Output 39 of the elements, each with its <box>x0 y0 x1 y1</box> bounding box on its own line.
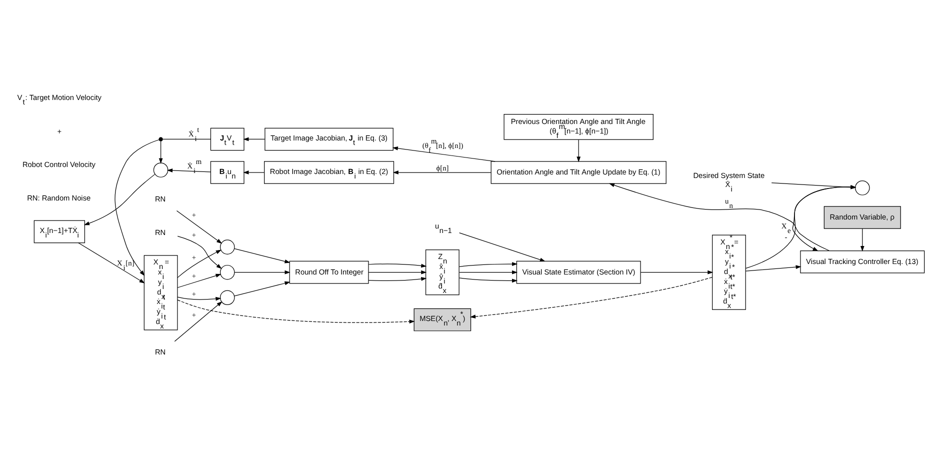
arrow <box>177 300 415 324</box>
arrow <box>177 296 222 301</box>
arrow <box>234 270 290 274</box>
arrow <box>177 250 222 278</box>
node-dot <box>158 137 163 142</box>
arrow <box>84 174 156 226</box>
arrow <box>368 264 427 268</box>
arrow <box>174 301 222 342</box>
arrow <box>470 276 712 319</box>
arrow <box>176 210 222 244</box>
arrow <box>158 140 163 164</box>
arrow <box>459 262 518 267</box>
arrow <box>177 274 222 288</box>
arrow <box>114 139 160 276</box>
arrow <box>392 170 492 174</box>
connector <box>162 138 211 140</box>
arrow <box>177 236 222 269</box>
arrow <box>640 270 714 274</box>
arrow <box>167 168 211 172</box>
arrow <box>459 278 518 283</box>
arrow <box>234 248 290 264</box>
arrow <box>368 270 427 274</box>
arrow <box>745 265 802 272</box>
node-circle <box>153 162 168 178</box>
arrow <box>368 277 427 281</box>
arrow <box>78 242 145 284</box>
arrow <box>392 146 496 162</box>
arrow <box>459 232 546 262</box>
arrow <box>243 170 264 174</box>
node-circle <box>220 264 235 280</box>
node-circle <box>855 180 870 196</box>
arrow <box>860 228 864 252</box>
node-circle <box>220 290 235 305</box>
arrow <box>576 139 581 162</box>
arrow <box>243 137 266 142</box>
arrow <box>608 183 830 252</box>
node-circle <box>220 240 235 254</box>
arrow <box>459 270 518 274</box>
arrow <box>234 281 290 296</box>
